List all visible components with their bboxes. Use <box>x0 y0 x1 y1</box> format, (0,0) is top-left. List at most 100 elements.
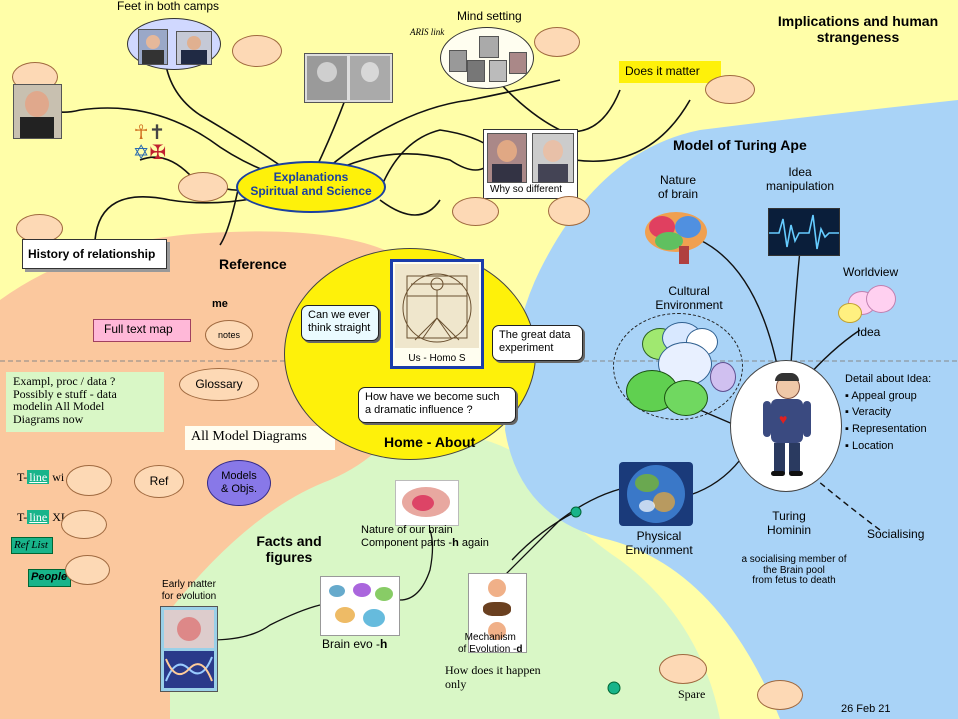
placeholder-oval[interactable] <box>61 510 107 539</box>
portrait-photo <box>176 31 212 65</box>
placeholder-oval[interactable] <box>757 680 803 710</box>
physical-environment-label: Physical Environment <box>625 529 693 557</box>
connector <box>511 511 576 561</box>
early-matter-label: Early matter for evolution <box>161 579 217 602</box>
date-label: 26 Feb 21 <box>841 703 891 715</box>
idea-detail-title: Detail about Idea: <box>845 373 932 385</box>
idea-detail-item: ▪ Appeal group <box>845 389 917 402</box>
turing-hominin-node[interactable]: ♥ <box>730 360 842 492</box>
cultural-environment-node[interactable] <box>613 313 743 420</box>
why-so-different-node[interactable]: Why so different <box>483 129 578 199</box>
facts-figures-title: Facts and figures <box>256 533 322 566</box>
portrait-pair-photo <box>304 53 393 103</box>
mind-setting-node[interactable] <box>440 27 534 89</box>
idea-manipulation-label: Idea manipulation <box>765 165 835 193</box>
green-region <box>170 432 720 719</box>
think-straight-box[interactable]: Can we ever think straight <box>301 305 379 341</box>
reference-title: Reference <box>219 256 287 272</box>
portrait-photo <box>479 36 499 58</box>
portrait-photo <box>509 52 527 74</box>
connector <box>574 99 691 162</box>
aris-link[interactable]: ARIS link <box>410 27 445 37</box>
idea-detail-list: Detail about Idea: ▪ Appeal group ▪ Verac… <box>845 373 955 452</box>
page-title: Implications and human strangeness <box>777 13 939 46</box>
connector <box>399 529 434 601</box>
portrait-photo <box>467 60 485 82</box>
full-text-map-button[interactable]: Full text map <box>93 319 191 342</box>
placeholder-oval[interactable] <box>534 27 580 57</box>
home-about-title: Home - About <box>384 434 476 450</box>
how-happen-label: How does it happen only <box>445 663 541 691</box>
placeholder-oval[interactable] <box>659 654 707 684</box>
placeholder-oval[interactable] <box>548 196 590 226</box>
connector <box>209 604 321 641</box>
junction-dot <box>570 506 582 518</box>
history-of-relationship-button[interactable]: History of relationship <box>22 239 167 269</box>
religion-symbols-icon: ☥✝✡✠ <box>132 122 167 164</box>
ref-list-button[interactable]: Ref List <box>11 537 53 554</box>
dramatic-influence-box[interactable]: How have we become such a dramatic influ… <box>358 387 516 423</box>
nature-brain-label: Nature of our brain Component parts -h a… <box>361 524 489 549</box>
mechanism-image <box>468 573 527 653</box>
idea-label: Idea <box>857 325 881 339</box>
does-it-matter-box[interactable]: Does it matter <box>619 61 721 83</box>
me-label: me <box>212 298 228 310</box>
portrait-photo <box>138 29 168 65</box>
arrow-line <box>699 239 781 381</box>
people-button[interactable]: People <box>28 569 71 587</box>
portrait-photo <box>532 133 574 183</box>
placeholder-oval[interactable] <box>65 555 110 585</box>
portrait-photo <box>489 60 507 82</box>
worldview-label: Worldview <box>843 265 899 279</box>
placeholder-oval[interactable] <box>232 35 282 67</box>
connector <box>379 129 496 191</box>
idea-cloud-icon <box>838 285 898 325</box>
idea-detail-item: ▪ Veracity <box>845 406 892 419</box>
tline-wi-item[interactable]: T-line wi <box>17 470 65 484</box>
nature-brain-image <box>395 480 459 526</box>
great-data-box[interactable]: The great data experiment <box>492 325 583 361</box>
brain-icon <box>645 212 709 264</box>
notes-oval[interactable]: notes <box>205 320 253 350</box>
portrait-photo <box>13 84 62 139</box>
brain-evo-image <box>320 576 400 636</box>
spare-label: Spare <box>678 687 706 701</box>
all-model-diagrams-link[interactable]: All Model Diagrams <box>185 426 335 450</box>
mind-setting-label: Mind setting <box>457 9 522 23</box>
portrait-photo <box>487 133 527 183</box>
tline-xls-link[interactable]: line <box>27 510 50 524</box>
brainwave-icon <box>768 208 840 256</box>
feet-in-both-camps-label: Feet in both camps <box>117 0 220 13</box>
vitruvian-man-image: Us - Homo S <box>390 259 484 369</box>
ref-oval[interactable]: Ref <box>134 465 184 498</box>
glossary-oval[interactable]: Glossary <box>179 368 259 401</box>
explanations-node[interactable]: Explanations Spiritual and Science <box>236 161 386 213</box>
explanations-label: Explanations Spiritual and Science <box>250 170 372 198</box>
socialising-label: Socialising <box>867 527 925 541</box>
heart-icon: ♥ <box>779 411 788 427</box>
portrait-photo <box>449 50 467 72</box>
idea-detail-item: ▪ Representation <box>845 422 927 435</box>
nature-of-brain-label: Nature of brain <box>657 173 699 201</box>
cultural-environment-label: Cultural Environment <box>655 284 723 312</box>
why-so-different-label: Why so different <box>490 184 563 195</box>
feet-in-both-camps-node[interactable] <box>127 18 221 70</box>
socialising-member-label: a socialising member of the Brain pool f… <box>741 554 847 586</box>
mechanism-label: Mechanism of Evolution -d <box>458 632 523 655</box>
us-homo-label: Us - Homo S <box>408 353 466 364</box>
connector <box>307 79 561 186</box>
arrow-line <box>689 459 741 496</box>
tline-link[interactable]: line <box>27 470 50 484</box>
example-note: Exampl, proc / data ? Possibly e stuff -… <box>6 372 164 432</box>
turing-hominin-label: Turing Hominin <box>766 509 811 537</box>
models-objs-node[interactable]: Models & Objs. <box>207 460 271 506</box>
placeholder-oval[interactable] <box>705 75 755 104</box>
peach-lower-region <box>0 380 420 719</box>
idea-detail-item: ▪ Location <box>845 439 894 452</box>
placeholder-oval[interactable] <box>178 172 228 202</box>
turing-model-title: Model of Turing Ape <box>673 137 807 153</box>
junction-dot <box>607 681 621 695</box>
placeholder-oval[interactable] <box>66 465 112 496</box>
placeholder-oval[interactable] <box>452 197 499 226</box>
brain-evo-label: Brain evo -h <box>322 637 388 651</box>
